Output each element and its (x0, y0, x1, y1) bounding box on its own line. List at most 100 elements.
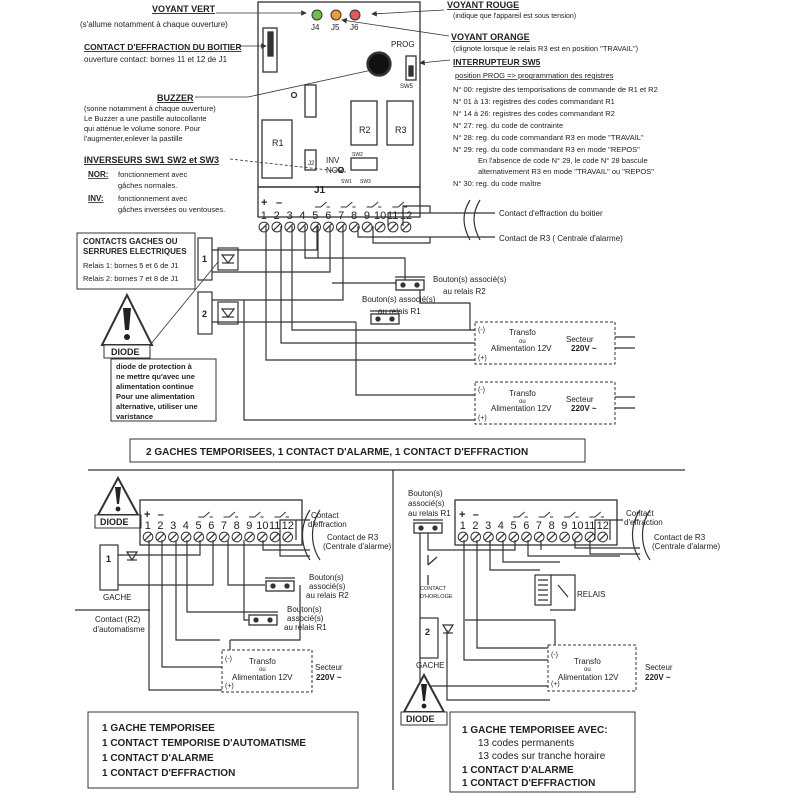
bouton-r2-line: au relais R2 (443, 287, 486, 296)
voyant-orange-desc: (clignote lorsque le relais R3 est en po… (453, 44, 639, 53)
section-divider (88, 469, 685, 790)
br-caption-line: 13 codes sur tranche horaire (478, 751, 606, 762)
diode-note-line: alternative, utiliser une (116, 402, 198, 411)
terminal-screw-slot (182, 533, 190, 541)
terminal-screw-slot (350, 223, 358, 231)
terminal-number: 6 (208, 520, 214, 532)
terminal-number: 7 (536, 520, 542, 532)
diode-label-box (400, 711, 448, 726)
diode-note-line: alimentation continue (116, 382, 194, 391)
gaches-box-relais2: Relais 2: bornes 7 et 8 de J1 (83, 274, 178, 283)
relay-contact-symbol (314, 201, 330, 208)
relay-contact-symbol (513, 511, 528, 518)
nor-desc-0: fonctionnement avec (118, 170, 187, 179)
diode-leader (149, 261, 219, 346)
terminal-screw-slot (258, 533, 266, 541)
top-wiring (208, 199, 495, 421)
terminal-number: 7 (338, 210, 344, 222)
secteur-line: 220V ~ (571, 344, 597, 353)
bl-caption-line: 1 CONTACT D'ALARME (102, 753, 214, 764)
sw3-label: SW3 (360, 179, 371, 185)
terminal-screw-slot (144, 533, 152, 541)
contact-boitier-label: Contact d'effraction du boitier (499, 209, 603, 218)
gache-br-number: 2 (425, 627, 430, 637)
terminal-number: 10 (256, 520, 268, 532)
br-transfo: ou (584, 667, 591, 673)
terminal-number: 2 (472, 520, 478, 532)
transfo-line: Alimentation 12V (491, 404, 552, 413)
relay-contact-symbol (223, 511, 239, 518)
terminal-screw-slot (284, 533, 292, 541)
br-horloge: CONTACT (420, 586, 447, 592)
transfo-minus: (-) (478, 387, 485, 394)
terminal-screw-slot (299, 223, 307, 231)
plus-sign: + (459, 509, 465, 521)
terminal-screw-slot (246, 533, 254, 541)
voyant-vert-title: VOYANT VERT (152, 4, 216, 14)
diode-note-line: Pour une alimentation (116, 392, 195, 401)
terminal-number: 6 (523, 520, 529, 532)
terminal-screw-slot (510, 533, 518, 541)
br-transfo: Transfo (574, 657, 601, 666)
br-caption-line: 1 GACHE TEMPORISEE AVEC: (462, 725, 608, 736)
bl-contact-r3: Contact de R3 (327, 533, 379, 542)
top-caption-box (129, 438, 586, 463)
buzzer-desc-3: l'augmenter,enlever la pastille (84, 134, 183, 143)
nor-mode-label: NOR: (88, 170, 108, 179)
transfo-top-2 (474, 381, 616, 425)
terminal-screw-slot (599, 533, 607, 541)
relay-r2-label: R2 (359, 125, 371, 135)
minus-sign: – (276, 197, 282, 209)
bl-contact-r2: d'automatisme (93, 625, 145, 634)
gaches-box-relais1: Relais 1: bornes 5 et 6 de J1 (83, 261, 178, 270)
voyant-rouge-title: VOYANT ROUGE (447, 0, 519, 10)
bl-caption-box (87, 711, 359, 789)
j1-label: J1 (314, 185, 326, 196)
diode-note-line: varistance (116, 412, 153, 421)
relay-contact-symbol (392, 201, 408, 208)
led-j6-label: J6 (350, 23, 359, 32)
bouton-r1-line: au relais R1 (378, 307, 421, 316)
bl-bouton-r1: associé(s) (287, 614, 324, 623)
relay-contact-symbol (589, 511, 604, 518)
button-r1-icon (248, 611, 278, 626)
br-relais: RELAIS (577, 590, 605, 599)
terminal-screw-slot (586, 533, 594, 541)
terminal-screw-slot (484, 533, 492, 541)
terminal-number: 4 (498, 520, 504, 532)
gache-bl-label: GACHE (103, 593, 131, 602)
led-j5-label: J5 (331, 23, 340, 32)
bl-bouton-r2: au relais R2 (306, 591, 349, 600)
terminal-number: 1 (261, 210, 267, 222)
led-j4-label: J4 (311, 23, 320, 32)
br-bouton-r1: Bouton(s) (408, 489, 443, 498)
inv-label: INV (326, 156, 340, 165)
registre-line: N° 01 à 13: registres des codes commanda… (453, 97, 615, 106)
gache-bl-number: 1 (106, 554, 111, 564)
diode-note-line: ne mettre qu'avec une (116, 372, 195, 381)
terminal-number: 10 (571, 520, 583, 532)
plus-sign: + (261, 197, 267, 209)
terminal-screw-slot (260, 223, 268, 231)
bl-caption-line: 1 CONTACT TEMPORISE D'AUTOMATISME (102, 738, 306, 749)
registre-line: N° 29: reg. du code commandant R3 en mod… (453, 145, 640, 154)
transfo-minus: (-) (225, 656, 232, 663)
bl-bouton-r2: associé(s) (309, 582, 346, 591)
diode-note-box (110, 358, 217, 422)
inverseurs-title: INVERSEURS SW1 SW2 et SW3 (84, 155, 219, 165)
terminal-number: 2 (274, 210, 280, 222)
registre-line: N° 14 à 26: registres des codes commanda… (453, 109, 615, 118)
registre-line: N° 00: registre des temporisations de co… (453, 85, 658, 94)
br-caption-line: 13 codes permanents (478, 738, 574, 749)
bl-bouton-r1: au relais R1 (284, 623, 327, 632)
br-bouton-r1: au relais R1 (408, 509, 451, 518)
pcb-board (257, 1, 421, 218)
terminal-screw-slot (207, 533, 216, 541)
board-br (454, 499, 618, 546)
bl-contact-effraction: Contact (311, 511, 339, 520)
transfo-line: ou (519, 399, 526, 405)
relay-r3-label: R3 (395, 125, 407, 135)
terminal-number: 8 (351, 210, 357, 222)
diode-label-box (94, 514, 142, 529)
